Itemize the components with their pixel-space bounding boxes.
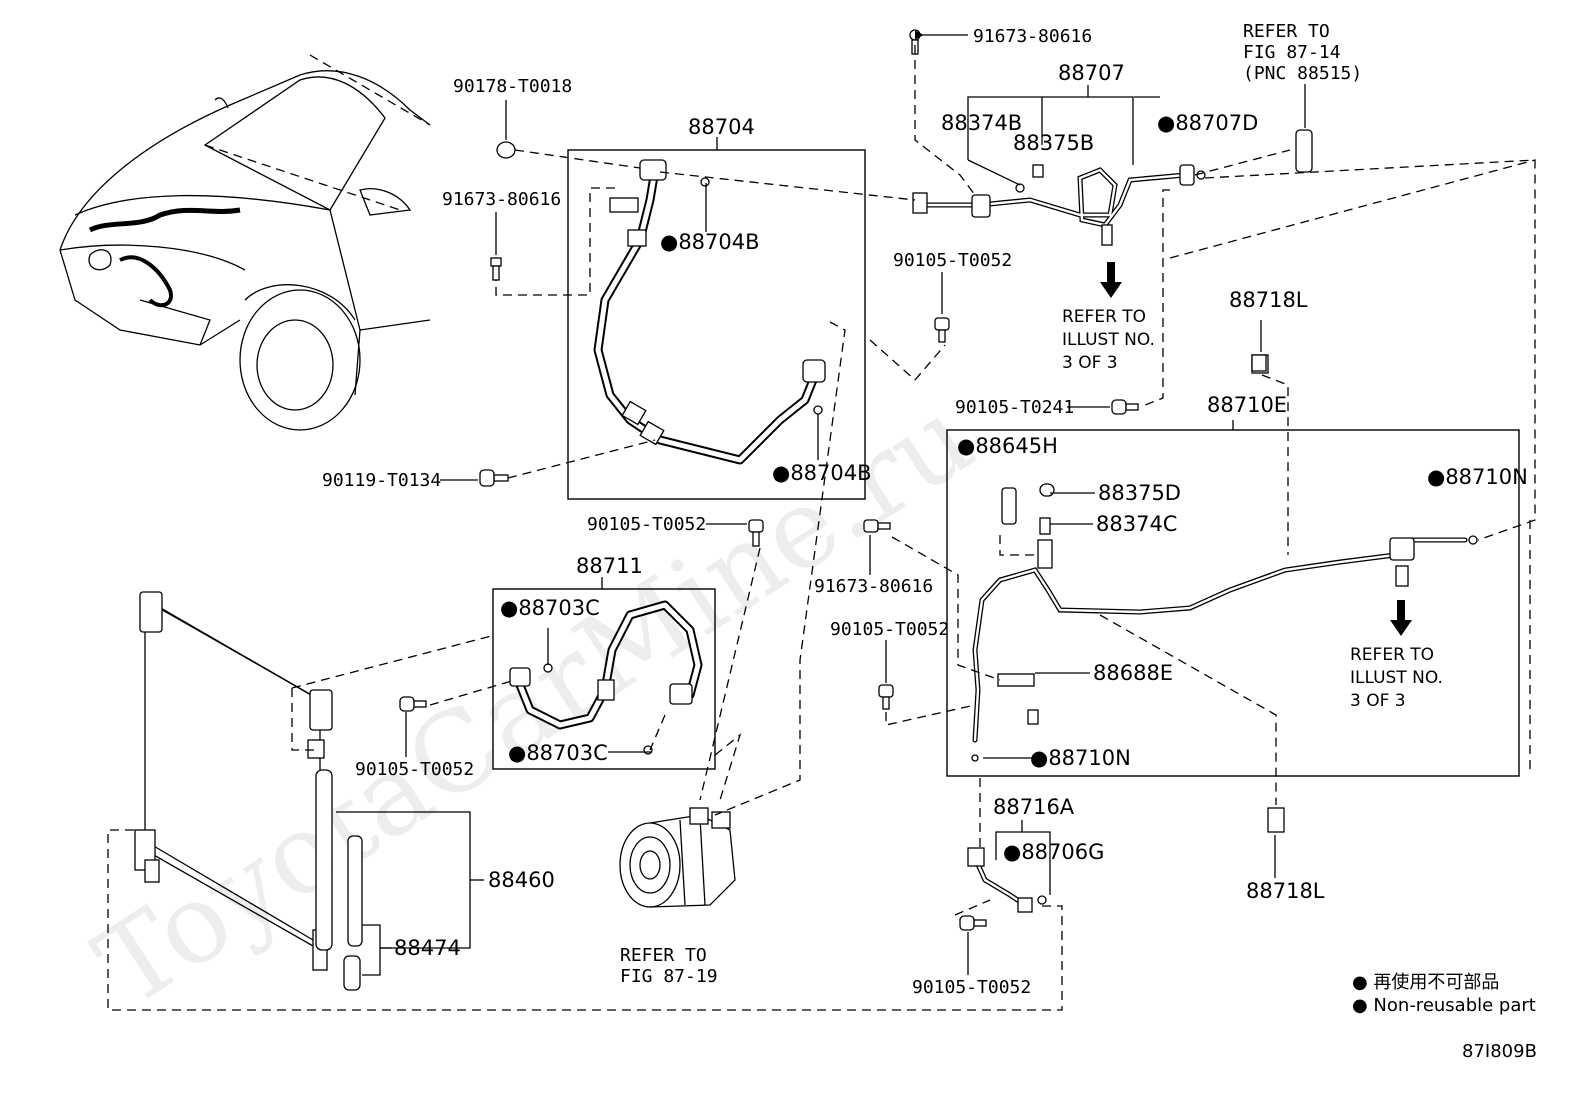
- label-88704: 88704: [688, 115, 755, 139]
- note-fig-87-19-line1: REFER TO: [620, 945, 707, 966]
- label-88707: 88707: [1058, 61, 1125, 85]
- label-91673-80616-top: 91673-80616: [973, 26, 1092, 47]
- label-88710N-right: ●88710N: [1427, 465, 1528, 489]
- tube-88707: [912, 164, 1206, 298]
- label-90105-T0052-c: 90105-T0052: [587, 514, 706, 535]
- label-90105-T0052-b: 90105-T0052: [830, 619, 949, 640]
- label-90119-T0134: 90119-T0134: [322, 470, 441, 491]
- label-88704B-upper: ●88704B: [660, 230, 760, 254]
- label-88718L-top: 88718L: [1229, 288, 1308, 312]
- label-88374C: 88374C: [1096, 512, 1177, 536]
- label-88716A: 88716A: [993, 795, 1075, 819]
- label-88460: 88460: [488, 868, 555, 892]
- label-88374B: 88374B: [941, 111, 1022, 135]
- label-90105-T0241: 90105-T0241: [955, 397, 1074, 418]
- note-fig-87-14-line3: (PNC 88515): [1243, 63, 1362, 84]
- label-88704B-lower: ●88704B: [772, 461, 872, 485]
- note-illust-a-line3: 3 OF 3: [1062, 353, 1118, 373]
- label-91673-80616-left: 91673-80616: [442, 189, 561, 210]
- note-illust-a-line2: ILLUST NO.: [1062, 330, 1155, 350]
- note-fig-87-14-line1: REFER TO: [1243, 21, 1330, 42]
- legend-en: ● Non-reusable part: [1352, 995, 1536, 1016]
- label-88707D: ●88707D: [1157, 111, 1258, 135]
- legend: ● 再使用不可部品 ● Non-reusable part: [1352, 972, 1536, 1016]
- label-90105-T0052-e: 90105-T0052: [912, 977, 1031, 998]
- label-88710E: 88710E: [1207, 393, 1287, 417]
- label-88375B: 88375B: [1013, 131, 1094, 155]
- label-88711: 88711: [576, 554, 643, 578]
- condenser-88460: [134, 591, 363, 991]
- label-88375D: 88375D: [1098, 481, 1181, 505]
- leader-lines: [336, 30, 1306, 976]
- legend-jp: ● 再使用不可部品: [1352, 972, 1499, 993]
- label-88474: 88474: [394, 936, 461, 960]
- box-88711: [492, 588, 716, 770]
- label-88703C-upper: ●88703C: [500, 596, 600, 620]
- note-illust-b-line3: 3 OF 3: [1350, 691, 1406, 711]
- label-88710N-lower: ●88710N: [1030, 746, 1131, 770]
- note-fig-87-14-line2: FIG 87-14: [1243, 42, 1341, 63]
- hose-88704: [593, 159, 826, 465]
- label-91673-80616-mid: 91673-80616: [814, 576, 933, 597]
- reference-notes: REFER TO FIG 87-14 (PNC 88515) REFER TO …: [620, 21, 1443, 987]
- label-88688E: 88688E: [1093, 661, 1173, 685]
- note-fig-87-19-line2: FIG 87-19: [620, 966, 718, 987]
- label-88645H: ●88645H: [957, 434, 1058, 458]
- note-illust-b-line2: ILLUST NO.: [1350, 668, 1443, 688]
- diagram-code: 87I809B: [1462, 1041, 1537, 1062]
- label-88718L-bottom: 88718L: [1246, 879, 1325, 903]
- hose-88711: [509, 600, 703, 755]
- vehicle-illustration: [59, 54, 431, 431]
- dashed-guides: [107, 45, 1536, 1011]
- note-illust-a-line1: REFER TO: [1062, 307, 1146, 327]
- part-labels: 91673-80616 90178-T0018 91673-80616 8870…: [322, 26, 1528, 998]
- label-90178-T0018: 90178-T0018: [453, 76, 572, 97]
- note-illust-b-line1: REFER TO: [1350, 645, 1434, 665]
- label-88706G: ●88706G: [1003, 840, 1104, 864]
- compressor: [619, 807, 736, 908]
- label-90105-T0052-d: 90105-T0052: [355, 759, 474, 780]
- hose-88716A: [967, 847, 1047, 913]
- fastener-icons: [399, 29, 1313, 931]
- label-90105-T0052-a: 90105-T0052: [893, 250, 1012, 271]
- label-88703C-lower: ●88703C: [508, 741, 608, 765]
